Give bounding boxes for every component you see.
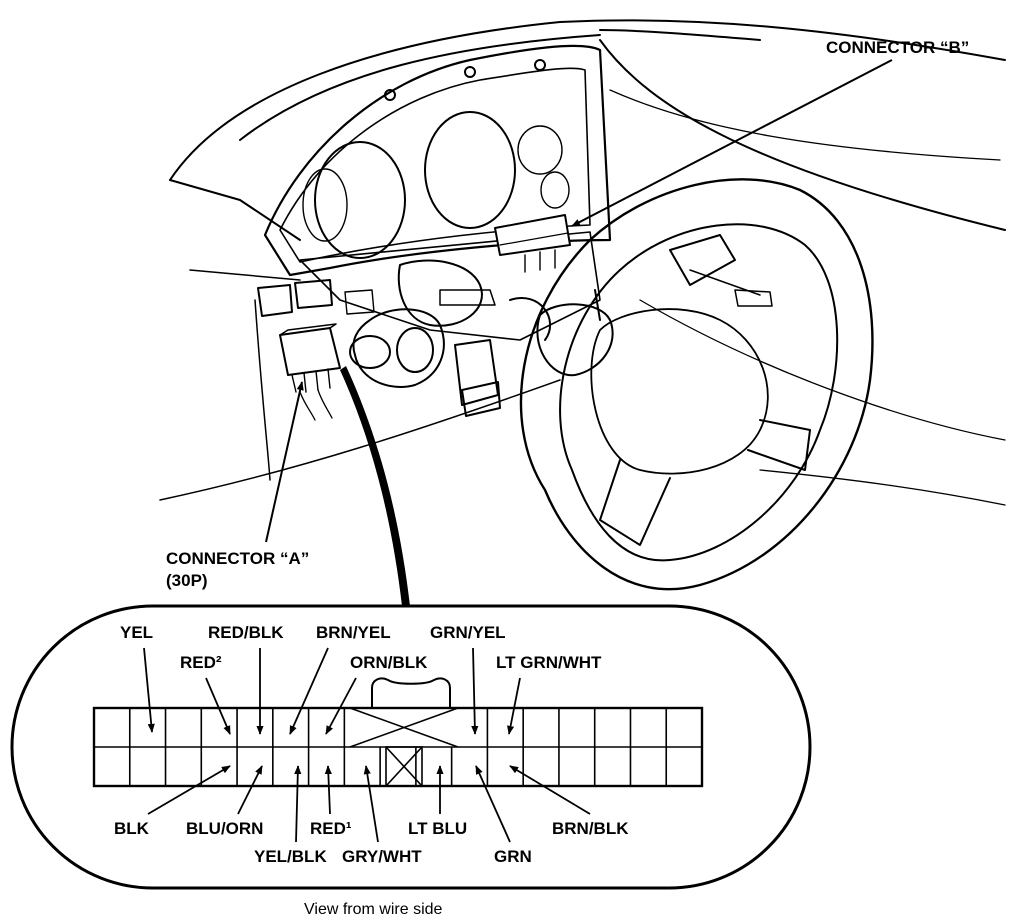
connector-a-face xyxy=(92,677,704,788)
arrow-gry-wht xyxy=(363,765,379,843)
wire-label-brn-blk: BRN/BLK xyxy=(552,819,629,838)
wire-label-yel: YEL xyxy=(120,623,153,642)
arrow-grn xyxy=(475,765,511,843)
callout-pointer xyxy=(340,366,410,606)
arrow-yel-blk xyxy=(294,765,302,843)
blank-cavity-top-cross xyxy=(349,707,459,748)
connector-b-leader xyxy=(571,59,893,227)
connector-b-label: CONNECTOR “B” xyxy=(826,38,969,57)
wire-label-brn-yel: BRN/YEL xyxy=(316,623,391,642)
wire-label-blk: BLK xyxy=(114,819,150,838)
wire-label-gry-wht: GRY/WHT xyxy=(342,847,422,866)
arrow-red2 xyxy=(205,677,231,735)
wire-label-yel-blk: YEL/BLK xyxy=(254,847,327,866)
arrow-orn-blk xyxy=(325,677,357,735)
arrow-brn-yel xyxy=(289,647,329,735)
leader-lines xyxy=(265,59,893,606)
arrow-yel xyxy=(143,647,155,733)
arrow-blu-orn xyxy=(237,765,263,815)
wire-label-red2: RED² xyxy=(180,653,222,672)
wire-label-lt-grn-wht: LT GRN/WHT xyxy=(496,653,602,672)
arrow-red1 xyxy=(324,765,332,815)
wire-label-lt-blu: LT BLU xyxy=(408,819,467,838)
caption: View from wire side xyxy=(304,901,443,918)
wire-arrows-top xyxy=(143,647,521,735)
wire-arrows-bottom xyxy=(147,765,591,843)
wire-label-red1: RED¹ xyxy=(310,819,352,838)
connector-a-label: CONNECTOR “A” xyxy=(166,549,309,568)
wire-label-red-blk: RED/BLK xyxy=(208,623,284,642)
wire-label-grn-yel: GRN/YEL xyxy=(430,623,506,642)
arrow-lt-grn-wht xyxy=(507,677,521,735)
wire-label-orn-blk: ORN/BLK xyxy=(350,653,428,672)
arrow-blk xyxy=(147,765,231,815)
connector-a-leader xyxy=(265,381,304,543)
arrow-brn-blk xyxy=(509,765,591,815)
blank-cavity-bottom xyxy=(385,746,423,787)
connector-a-pin-count: (30P) xyxy=(166,571,208,590)
dashboard-illustration xyxy=(159,19,1006,591)
wire-label-grn: GRN xyxy=(494,847,532,866)
arrow-grn-yel xyxy=(471,647,479,735)
wire-label-blu-orn: BLU/ORN xyxy=(186,819,263,838)
